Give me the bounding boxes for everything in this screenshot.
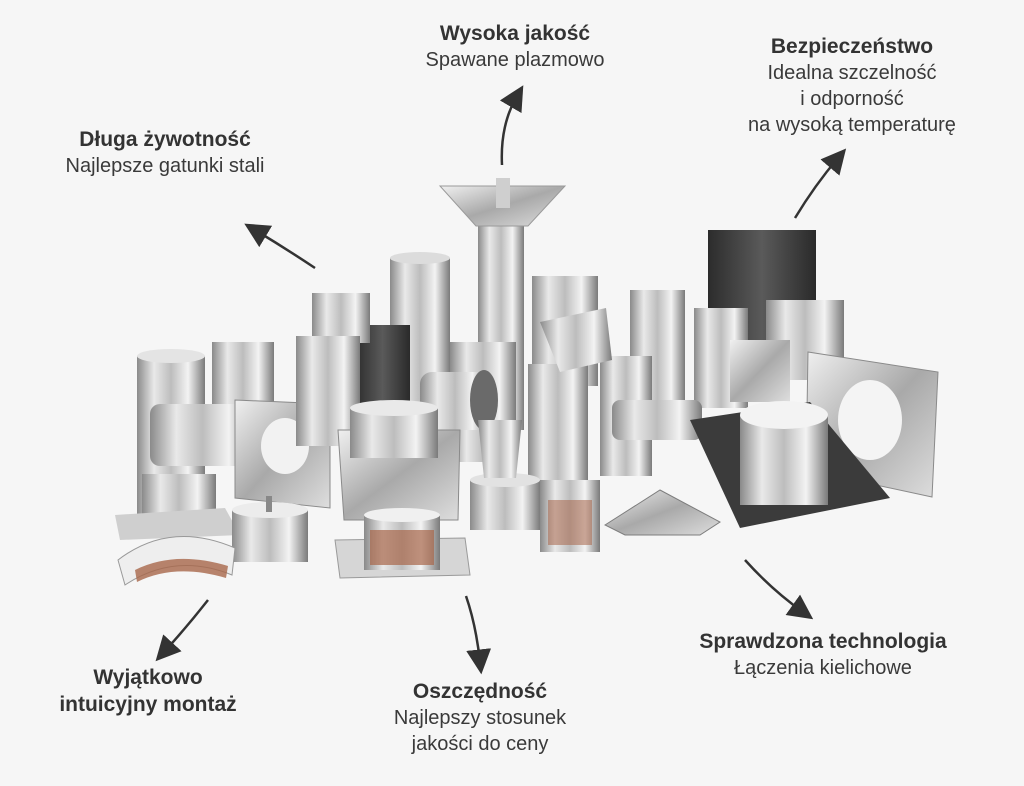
arrow-quality — [499, 85, 524, 166]
feature-durability-line-1: Najlepsze gatunki stali — [65, 155, 265, 178]
arrow-assembly — [155, 599, 209, 662]
feature-economy: Oszczędność Najlepszy stosunek jakości d… — [350, 678, 610, 757]
middle-row — [137, 308, 790, 526]
feature-assembly-title-2: intuicyjny montaż — [59, 693, 237, 717]
feature-technology-line-1: Łączenia kielichowe — [734, 657, 912, 680]
arrow-durability — [244, 223, 316, 270]
feature-durability-title: Długa żywotność — [79, 128, 251, 151]
feature-assembly: Wyjątkowo intuicyjny montaż — [28, 664, 268, 719]
arrow-economy — [464, 595, 492, 675]
feature-safety-line-1: Idealna szczelność — [767, 62, 937, 85]
arrow-technology — [744, 559, 814, 620]
feature-quality-title: Wysoka jakość — [439, 22, 591, 45]
feature-technology-title: Sprawdzona technologia — [699, 630, 947, 653]
feature-safety-line-3: na wysoką temperaturę — [748, 114, 956, 137]
arrow-safety — [793, 148, 847, 219]
back-row — [312, 178, 939, 498]
feature-safety-line-2: i odporność — [800, 88, 904, 111]
arrows — [155, 85, 847, 675]
feature-economy-title: Oszczędność — [412, 680, 548, 703]
feature-assembly-title-1: Wyjątkowo — [93, 666, 203, 689]
feature-quality-line-1: Spawane plazmowo — [425, 49, 605, 72]
feature-durability: Długa żywotność Najlepsze gatunki stali — [25, 126, 305, 179]
feature-economy-line-2: jakości do ceny — [411, 733, 549, 756]
feature-quality: Wysoka jakość Spawane plazmowo — [380, 20, 650, 73]
feature-safety-title: Bezpieczeństwo — [770, 35, 934, 58]
front-row — [115, 400, 890, 586]
feature-economy-line-1: Najlepszy stosunek — [393, 707, 567, 730]
feature-safety: Bezpieczeństwo Idealna szczelność i odpo… — [702, 33, 1002, 138]
feature-technology: Sprawdzona technologia Łączenia kielicho… — [668, 628, 978, 681]
